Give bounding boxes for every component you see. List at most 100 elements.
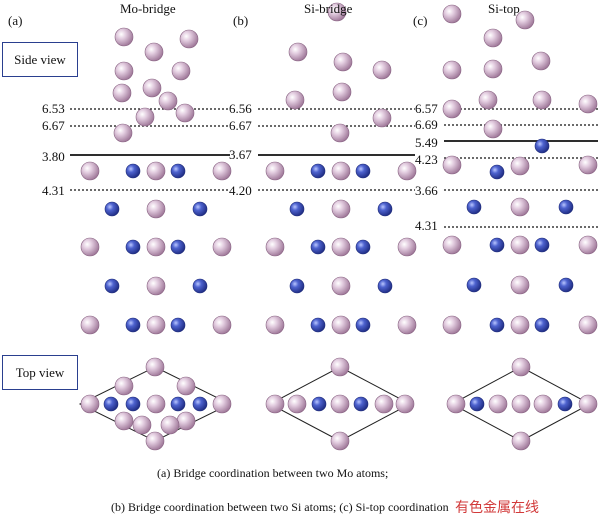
distance-a-2: 6.67 — [42, 118, 65, 133]
a-bulk-atom-0-4 — [212, 161, 232, 181]
b-top-view-atom-0 — [330, 357, 350, 377]
distance-c-3: 5.49 — [415, 135, 438, 150]
distance-b-1: 6.56 — [229, 101, 252, 116]
a-top-view-atom-6 — [146, 394, 166, 414]
b-top-view-atom-5 — [353, 396, 369, 412]
atom-layer — [80, 2, 598, 451]
caption-line-1: (a) Bridge coordination between two Mo a… — [157, 466, 389, 480]
c-bulk-atom-3-4 — [578, 315, 598, 335]
b-bulk-atom-0-0 — [265, 161, 285, 181]
b-top-view-atom-2 — [287, 394, 307, 414]
c-bulk-atom-3-2 — [510, 315, 530, 335]
c-top-view-atom-2 — [469, 396, 485, 412]
c-bulk-atom-0-0 — [466, 199, 482, 215]
c-top-atom-2 — [515, 10, 535, 30]
a-bulk-atom-1-1 — [146, 199, 166, 219]
a-top-atom-4 — [171, 61, 191, 81]
c-bulk-atom-0-2 — [558, 199, 574, 215]
a-bulk-atom-2-2 — [146, 237, 166, 257]
caption-line-2: (b) Bridge coordination between two Si a… — [111, 500, 449, 514]
a-top-atom-7 — [158, 91, 178, 111]
b-bulk-atom-1-1 — [331, 199, 351, 219]
distance-b-4: 4.20 — [229, 183, 252, 198]
b-top-view-atom-6 — [374, 394, 394, 414]
distance-c-5: 3.66 — [415, 183, 438, 198]
b-top-atom-0 — [327, 2, 347, 22]
c-top-view-atom-7 — [578, 394, 598, 414]
a-bulk-atom-3-2 — [192, 278, 208, 294]
c-bulk-atom-1-3 — [534, 237, 550, 253]
c-top-atom-6 — [478, 90, 498, 110]
c-top-si-1 — [534, 138, 550, 154]
c-top-atom-9 — [483, 119, 503, 139]
a-top-view-atom-0 — [145, 357, 165, 377]
a-top-atom-8 — [135, 107, 155, 127]
b-bulk-atom-0-1 — [310, 163, 326, 179]
a-top-atom-1 — [179, 29, 199, 49]
b-top-atom-2 — [333, 52, 353, 72]
a-top-atom-0 — [114, 27, 134, 47]
c-top-view-atom-8 — [511, 431, 531, 451]
c-bulk-atom-2-2 — [558, 277, 574, 293]
panel-c-letter: (c) — [413, 13, 428, 28]
a-bulk-atom-0-3 — [170, 163, 186, 179]
a-bulk-atom-2-0 — [80, 237, 100, 257]
a-top-atom-2 — [144, 42, 164, 62]
c-top-view-atom-0 — [511, 357, 531, 377]
b-bulk-atom-1-0 — [289, 201, 305, 217]
b-bulk-atom-4-2 — [331, 315, 351, 335]
c-top-view-atom-1 — [446, 394, 466, 414]
b-bulk-atom-3-2 — [377, 278, 393, 294]
a-top-view-atom-11 — [176, 411, 196, 431]
distance-c-4: 4.23 — [415, 152, 438, 167]
c-bulk-atom-3-3 — [534, 317, 550, 333]
c-top-mo-1 — [442, 155, 462, 175]
panel-c-title: Si-top — [488, 1, 520, 16]
a-top-view-atom-2 — [176, 376, 196, 396]
separation-lines — [70, 108, 598, 228]
a-bulk-atom-2-3 — [170, 239, 186, 255]
b-bulk-atom-2-1 — [310, 239, 326, 255]
a-bulk-atom-4-1 — [125, 317, 141, 333]
b-bulk-atom-4-1 — [310, 317, 326, 333]
c-top-atom-0 — [442, 4, 462, 24]
a-top-view-atom-10 — [114, 411, 134, 431]
a-top-view-atom-4 — [103, 396, 119, 412]
b-top-view-atom-4 — [330, 394, 350, 414]
b-top-view-atom-7 — [395, 394, 415, 414]
distance-c-1: 6.57 — [415, 101, 438, 116]
side-view-box: Side view — [2, 42, 78, 77]
c-top-si-2 — [489, 164, 505, 180]
a-bulk-atom-1-0 — [104, 201, 120, 217]
a-top-view-atom-8 — [192, 396, 208, 412]
b-top-atom-3 — [372, 60, 392, 80]
a-top-view-atom-13 — [160, 415, 180, 435]
c-top-mo-3 — [578, 155, 598, 175]
a-bulk-atom-4-4 — [212, 315, 232, 335]
c-top-view-atom-6 — [557, 396, 573, 412]
c-bulk-atom-0-1 — [510, 197, 530, 217]
distance-c-2: 6.69 — [415, 117, 438, 132]
panel-b-title: Si-bridge — [304, 1, 353, 16]
panel-b-letter: (b) — [233, 13, 249, 28]
a-bulk-atom-4-0 — [80, 315, 100, 335]
c-bulk-atom-1-0 — [442, 235, 462, 255]
c-bulk-atom-3-0 — [442, 315, 462, 335]
b-bulk-atom-0-2 — [331, 161, 351, 181]
c-top-atom-7 — [532, 90, 552, 110]
b-bulk-atom-2-3 — [355, 239, 371, 255]
c-top-atom-4 — [483, 59, 503, 79]
b-top-view-atom-8 — [330, 431, 350, 451]
c-top-view-atom-5 — [533, 394, 553, 414]
a-top-view-atom-3 — [80, 394, 100, 414]
a-top-view-atom-1 — [114, 376, 134, 396]
panel-a-letter: (a) — [8, 13, 23, 28]
b-bulk-atom-4-4 — [397, 315, 417, 335]
b-bulk-atom-0-4 — [397, 161, 417, 181]
b-bulk-atom-0-3 — [355, 163, 371, 179]
c-bulk-atom-1-2 — [510, 235, 530, 255]
c-top-atom-8 — [442, 99, 462, 119]
distance-b-3: 3.67 — [229, 147, 252, 162]
c-bulk-atom-3-1 — [489, 317, 505, 333]
